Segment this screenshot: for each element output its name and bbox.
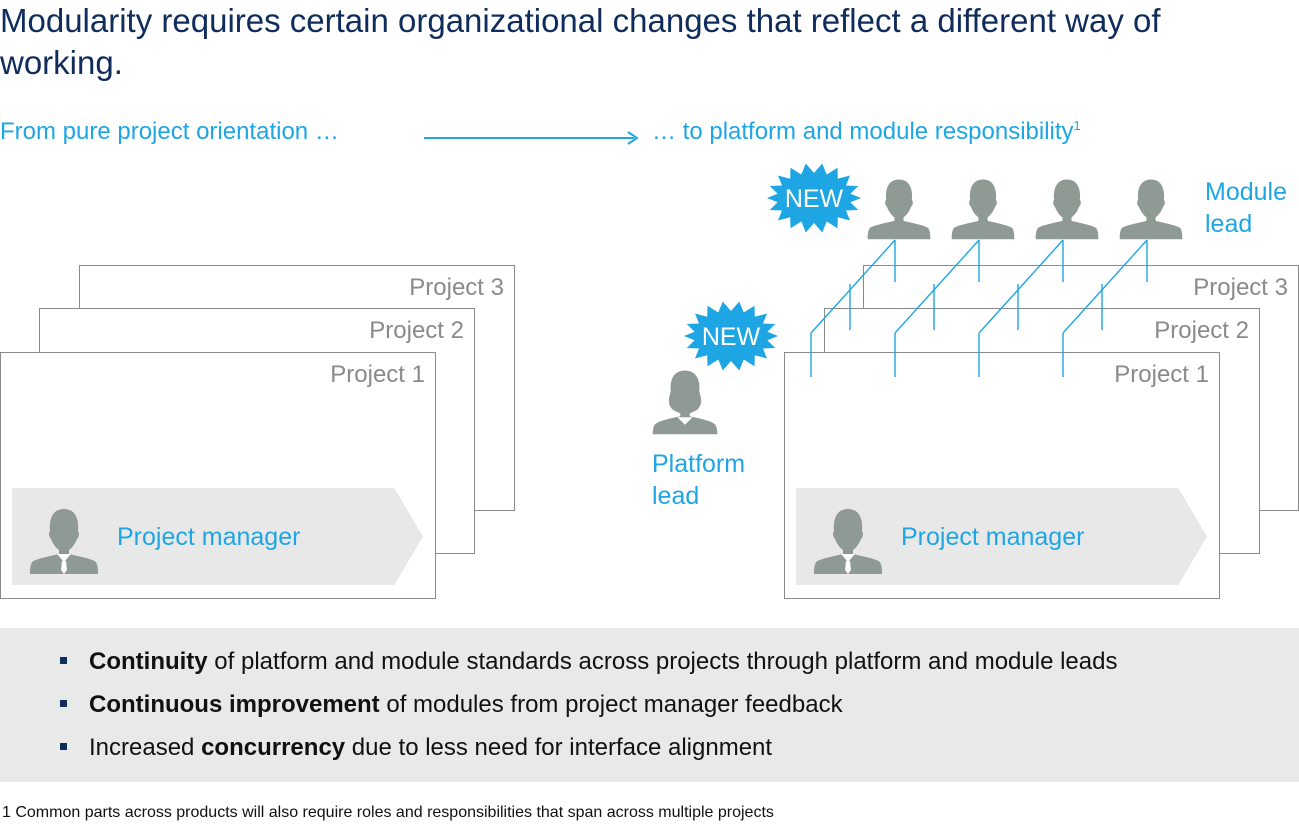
platform-new-badge-text: NEW — [702, 323, 761, 351]
module-connector-2-diagonal — [894, 239, 980, 334]
platform-lead-label: Platform lead — [652, 448, 745, 512]
module-lead-person-icon-4 — [1119, 179, 1183, 240]
benefit-3-pre: Increased — [89, 734, 202, 761]
to-label-footnote-mark: 1 — [1073, 118, 1081, 133]
benefit-item-continuity: Continuity of platform and module standa… — [60, 646, 1117, 689]
benefit-1-bold: Continuity — [89, 648, 208, 675]
platform-lead-person-icon — [652, 370, 718, 435]
benefit-2-text: of modules from project manager feedback — [379, 691, 843, 718]
benefits-list: Continuity of platform and module standa… — [60, 646, 1117, 775]
left-project-2-label: Project 2 — [369, 317, 464, 344]
to-label: … to platform and module responsibility1 — [652, 118, 1081, 146]
to-label-text: … to platform and module responsibility — [652, 118, 1074, 145]
transition-arrow-head — [627, 131, 639, 145]
benefits-box — [0, 628, 1299, 782]
footnote: 1 Common parts across products will also… — [2, 804, 774, 821]
platform-lead-line-2: lead — [652, 482, 700, 510]
module-lead-label: Module lead — [1205, 176, 1287, 240]
module-connector-1-diagonal — [810, 239, 896, 334]
right-project-manager-label: Project manager — [901, 523, 1085, 551]
module-lead-connectors — [810, 239, 1148, 377]
right-project-3-label: Project 3 — [1193, 274, 1288, 301]
module-lead-line-1: Module — [1205, 178, 1287, 206]
module-lead-person-icon-1 — [867, 179, 931, 240]
right-project-1-card: Project 1 Project manager — [784, 352, 1220, 599]
module-lead-person-icon-2 — [951, 179, 1015, 240]
left-project-1-label: Project 1 — [330, 361, 425, 388]
benefit-3-bold: concurrency — [201, 734, 346, 761]
module-lead-person-icon-3 — [1035, 179, 1099, 240]
benefit-item-improvement: Continuous improvement of modules from p… — [60, 689, 1117, 732]
right-project-2-label: Project 2 — [1154, 317, 1249, 344]
module-lead-line-2: lead — [1205, 210, 1253, 238]
module-connector-4-diagonal — [1062, 239, 1148, 334]
platform-lead-line-1: Platform — [652, 450, 746, 478]
left-project-manager-label: Project manager — [117, 523, 301, 551]
module-new-badge-starburst — [767, 163, 861, 233]
module-new-badge-text: NEW — [785, 185, 844, 213]
right-project-manager-person-icon — [814, 509, 882, 574]
benefit-2-bold: Continuous improvement — [89, 691, 380, 718]
benefit-3-text: due to less need for interface alignment — [345, 734, 773, 761]
left-project-3-label: Project 3 — [409, 274, 504, 301]
from-label: From pure project orientation … — [0, 118, 339, 145]
left-project-manager-person-icon — [30, 509, 98, 574]
platform-new-badge-starburst — [684, 301, 778, 371]
right-project-1-label: Project 1 — [1114, 361, 1209, 388]
module-connector-3-diagonal — [978, 239, 1064, 334]
left-project-1-card: Project 1 Project manager — [0, 352, 436, 599]
slide-title: Modularity requires certain organization… — [0, 2, 1161, 81]
benefit-item-concurrency: Increased concurrency due to less need f… — [60, 732, 1117, 775]
benefit-1-text: of platform and module standards across … — [207, 648, 1118, 675]
